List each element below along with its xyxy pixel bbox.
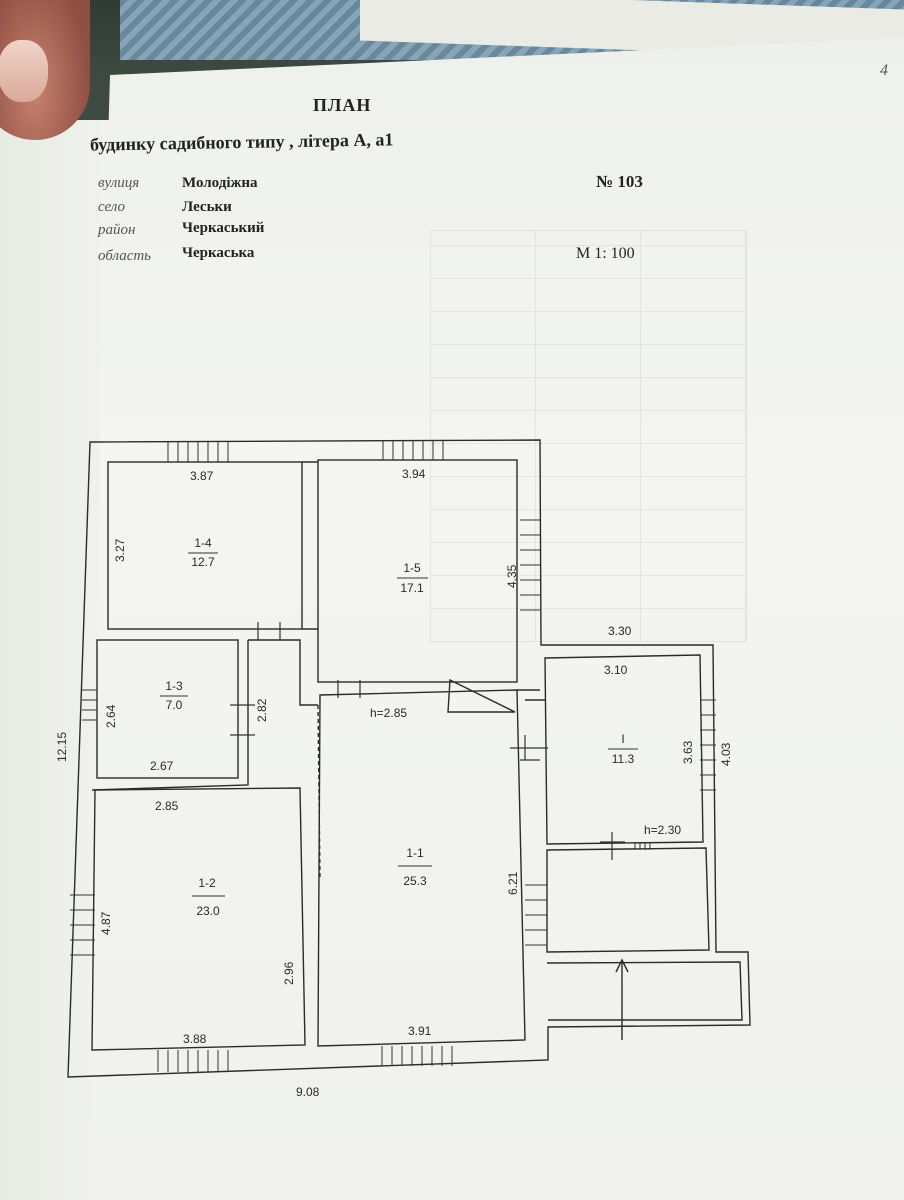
inner-wall (302, 461, 545, 701)
dim-2-85: 2.85 (155, 799, 179, 813)
room-I-id: I (621, 732, 624, 746)
room-1-2-id: 1-2 (198, 876, 216, 890)
room-outline-1-2 (91, 787, 306, 1051)
dim-4-35: 4.35 (505, 564, 519, 588)
room-1-1-area: 25.3 (403, 874, 427, 888)
dim-3-27: 3.27 (113, 538, 127, 562)
dim-3-63: 3.63 (681, 740, 695, 764)
entrance-arrow (615, 958, 629, 1040)
veranda-lower (546, 847, 710, 953)
room-1-3-id: 1-3 (165, 679, 183, 693)
room-outline-1-3 (96, 639, 239, 779)
windows (70, 440, 716, 1072)
room-1-1-id: 1-1 (406, 846, 424, 860)
village-value: Леськи (182, 199, 232, 215)
room-I-area: 11.3 (612, 752, 635, 766)
doc-title: ПЛАН (313, 95, 372, 115)
dim-2-82: 2.82 (255, 698, 269, 722)
dim-3-30: 3.30 (608, 624, 632, 638)
dim-2-64: 2.64 (104, 704, 118, 728)
dim-3-87: 3.87 (190, 469, 214, 483)
room-outline-1-5 (317, 459, 518, 683)
street-value: Молодіжна (182, 175, 258, 191)
room-1-3-area: 7.0 (166, 698, 183, 712)
stair-symbol (447, 678, 516, 713)
fingernail (0, 40, 48, 102)
room-1-5-id: 1-5 (403, 561, 421, 575)
room-labels: 1-4 12.7 1-5 17.1 1-3 7.0 1-2 23.0 1-1 2… (160, 536, 638, 918)
corridor-wall (91, 639, 318, 791)
dim-3-88: 3.88 (183, 1032, 207, 1046)
room-outline-I (544, 654, 704, 845)
district-label: район (98, 222, 136, 238)
room-1-5-area: 17.1 (400, 581, 424, 595)
outer-wall (67, 439, 751, 1078)
room-outline-1-1 (317, 689, 526, 1047)
region-value: Черкаська (182, 245, 255, 261)
doc-number: № 103 (596, 172, 643, 191)
dim-2-96: 2.96 (282, 961, 296, 985)
partition-line (317, 704, 321, 881)
region-label: область (98, 248, 152, 264)
page-number-mark: 4 (880, 62, 888, 79)
veranda-step (546, 961, 743, 1021)
show-through-table (430, 230, 747, 642)
street-label: вулиця (98, 175, 140, 191)
dim-3-91: 3.91 (408, 1024, 432, 1038)
dim-3-94: 3.94 (402, 467, 426, 481)
dim-9-08: 9.08 (296, 1085, 320, 1099)
room-1-4-id: 1-4 (194, 536, 212, 550)
doors (230, 622, 625, 860)
dimension-labels: 3.87 3.94 3.27 4.35 3.30 3.10 2.64 2.82 … (55, 467, 733, 1099)
dim-h-2-30: h=2.30 (644, 823, 681, 837)
dim-4-87: 4.87 (99, 911, 113, 935)
finger (0, 0, 90, 140)
scale: М 1: 100 (576, 245, 635, 262)
room-1-2-area: 23.0 (196, 904, 220, 918)
dim-6-21: 6.21 (506, 871, 520, 895)
dim-12-15: 12.15 (55, 732, 69, 762)
dim-h-2-85: h=2.85 (370, 706, 407, 720)
district-value: Черкаський (182, 220, 265, 236)
dim-2-67: 2.67 (150, 759, 174, 773)
dim-4-03: 4.03 (719, 742, 733, 766)
room-1-4-area: 12.7 (191, 555, 215, 569)
room-outline-1-4 (107, 461, 303, 630)
dim-3-10: 3.10 (604, 663, 628, 677)
village-label: село (98, 199, 125, 215)
